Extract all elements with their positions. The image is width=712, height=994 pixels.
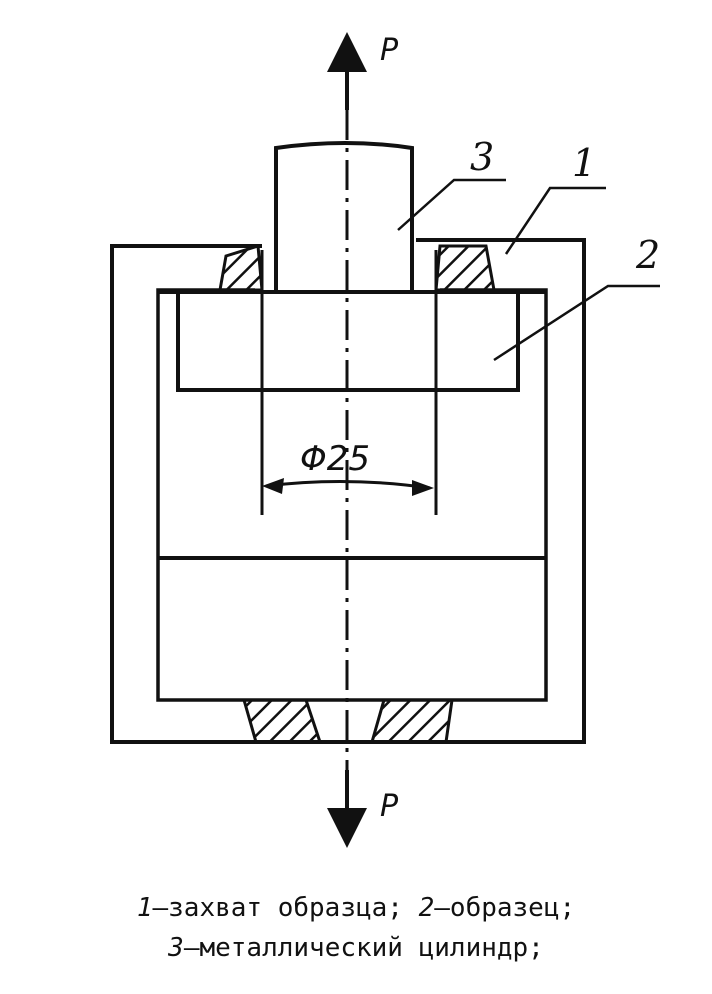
caption-number: 1 [136, 893, 153, 923]
top-left-hatched-seal [218, 244, 264, 292]
metal-cylinder [274, 141, 414, 290]
bottom-right-hatched-seal [370, 698, 454, 744]
bottom-left-hatched-seal [242, 698, 323, 744]
figure-caption: 1—захват образца; 2—образец; 3—металличе… [0, 888, 712, 968]
part-label-3: 3 [470, 135, 494, 179]
leader-line-3 [397, 178, 506, 231]
caption-number: 3 [168, 933, 184, 963]
caption-text: —образец; [434, 893, 576, 923]
dimension-arrow-left [262, 478, 284, 494]
top-right-hatched-seal [434, 244, 496, 292]
part-label-1: 1 [572, 141, 596, 185]
dimension-arrow-right [412, 480, 434, 496]
specimen-grip-diagram: P P Φ25 3 1 2 [110, 32, 660, 848]
dimension-line [265, 479, 431, 490]
force-label-bottom: P [380, 789, 399, 824]
caption-line-2: 3—металлический цилиндр; [0, 928, 712, 968]
grip-housing [110, 238, 586, 744]
caption-line-1: 1—захват образца; 2—образец; [0, 888, 712, 928]
force-label-top: P [380, 33, 399, 68]
caption-number: 2 [418, 893, 435, 923]
grip-housing-inner-wall [156, 288, 548, 702]
leader-line-2 [493, 284, 660, 362]
leader-line-1 [504, 186, 606, 255]
part-label-2: 2 [635, 233, 660, 277]
caption-text: —захват образца; [152, 893, 419, 923]
caption-text: —металлический цилиндр; [183, 933, 544, 963]
dimension-label: Φ25 [300, 439, 370, 479]
